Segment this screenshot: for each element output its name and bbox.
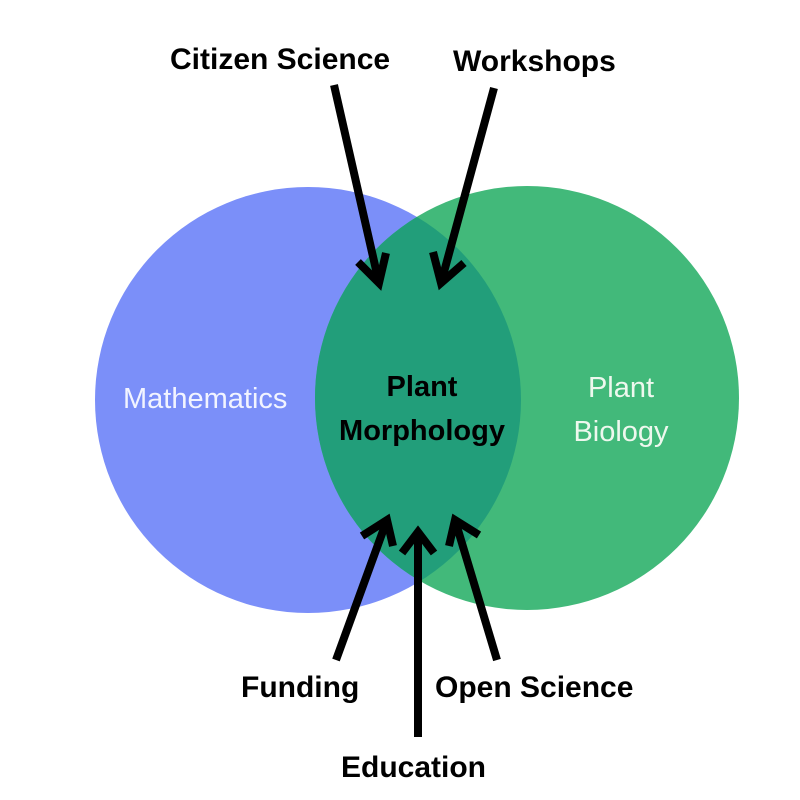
workshops-label: Workshops bbox=[453, 45, 616, 78]
plant-biology-line-2: Biology bbox=[573, 416, 669, 448]
education-label: Education bbox=[341, 751, 487, 784]
workshops-arrow bbox=[429, 86, 498, 291]
plant-morphology-label: Plant Morphology bbox=[322, 373, 522, 446]
education-arrow bbox=[398, 525, 438, 737]
citizen-science-arrow bbox=[330, 84, 390, 291]
plant-biology-label: Plant Biology bbox=[556, 374, 686, 447]
mathematics-label: Mathematics bbox=[123, 383, 288, 415]
plant-morphology-line-1: Plant bbox=[386, 371, 458, 403]
funding-label: Funding bbox=[241, 671, 360, 704]
citizen-science-label: Citizen Science bbox=[170, 43, 391, 76]
open-science-arrow bbox=[445, 513, 501, 662]
intersection-region bbox=[315, 187, 521, 610]
open-science-label: Open Science bbox=[435, 671, 634, 704]
plant-biology-line-1: Plant bbox=[587, 372, 655, 404]
plant-morphology-line-2: Morphology bbox=[339, 415, 505, 447]
funding-arrow bbox=[332, 513, 397, 662]
